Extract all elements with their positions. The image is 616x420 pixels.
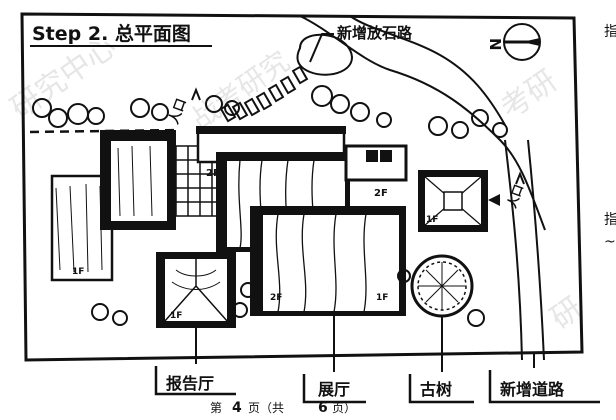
frame-new-road xyxy=(488,370,600,404)
site-boundary xyxy=(20,12,584,362)
page-prefix: 第 xyxy=(210,401,222,415)
east-road-edge-2 xyxy=(527,139,545,361)
frame-lecture-hall xyxy=(154,366,236,396)
stone-path-leader xyxy=(309,33,334,63)
page-suffix: 页） xyxy=(332,401,356,415)
page-number: 4 xyxy=(232,400,242,416)
label-new-road: 新增道路 xyxy=(500,380,565,399)
watermark-3: 考研 xyxy=(495,63,564,126)
label-lecture-hall: 报告厅 xyxy=(166,374,214,393)
tree-cluster-east xyxy=(428,109,508,139)
old-tree-symbol xyxy=(410,254,474,318)
floor-mark-lecture-hall: 1F xyxy=(170,311,182,321)
frame-exhibition-hall xyxy=(302,374,366,404)
edge-mark-3: ~ xyxy=(604,234,616,250)
hill-contour-lobe xyxy=(296,33,353,76)
building-small-block: 2F xyxy=(344,144,408,199)
edge-mark-2: 指 xyxy=(604,212,616,228)
hill-contour-inner xyxy=(349,15,506,126)
label-old-tree: 古树 xyxy=(420,380,452,399)
north-arrow: N xyxy=(486,23,541,61)
floor-mark-small-block: 2F xyxy=(374,188,388,199)
building-northwest xyxy=(100,130,176,230)
floor-mark-exhibition: 1F xyxy=(376,293,388,303)
page-total: 6 xyxy=(318,400,328,416)
building-exhibition-hall: 2F 1F xyxy=(250,206,406,316)
entrance-mark-east: 人口 xyxy=(504,182,526,210)
page-indicator: 第 4 页（共 6 页） xyxy=(210,400,356,416)
building-lecture-hall: 1F xyxy=(156,252,236,328)
floor-mark-hall-south: 2F xyxy=(270,293,282,303)
page-middle: 页（共 xyxy=(248,401,284,415)
frame-old-tree xyxy=(408,374,474,404)
entrance-arrow-north xyxy=(191,87,201,101)
edge-mark-1: 指 xyxy=(604,24,616,40)
entrance-arrow-east xyxy=(515,171,525,185)
entrance-mark-north: 人口 xyxy=(166,96,190,126)
east-road-edge-1 xyxy=(504,139,523,361)
label-new-stone-path: 新增放石路 xyxy=(337,24,413,42)
floor-mark-pavilion: 1F xyxy=(426,215,438,225)
tree-cluster-northwest xyxy=(32,95,240,128)
tree-cluster-south xyxy=(91,269,485,327)
building-pavilion: 1F xyxy=(418,170,500,232)
floor-mark-corridor: 2F xyxy=(206,168,220,179)
tree-cluster-north-centre xyxy=(311,85,392,128)
label-exhibition-hall: 展厅 xyxy=(318,380,350,399)
floor-mark-west-wing: 1F xyxy=(72,267,84,277)
north-letter: N xyxy=(486,38,504,51)
plan-title: Step 2. 总平面图 xyxy=(32,22,191,45)
